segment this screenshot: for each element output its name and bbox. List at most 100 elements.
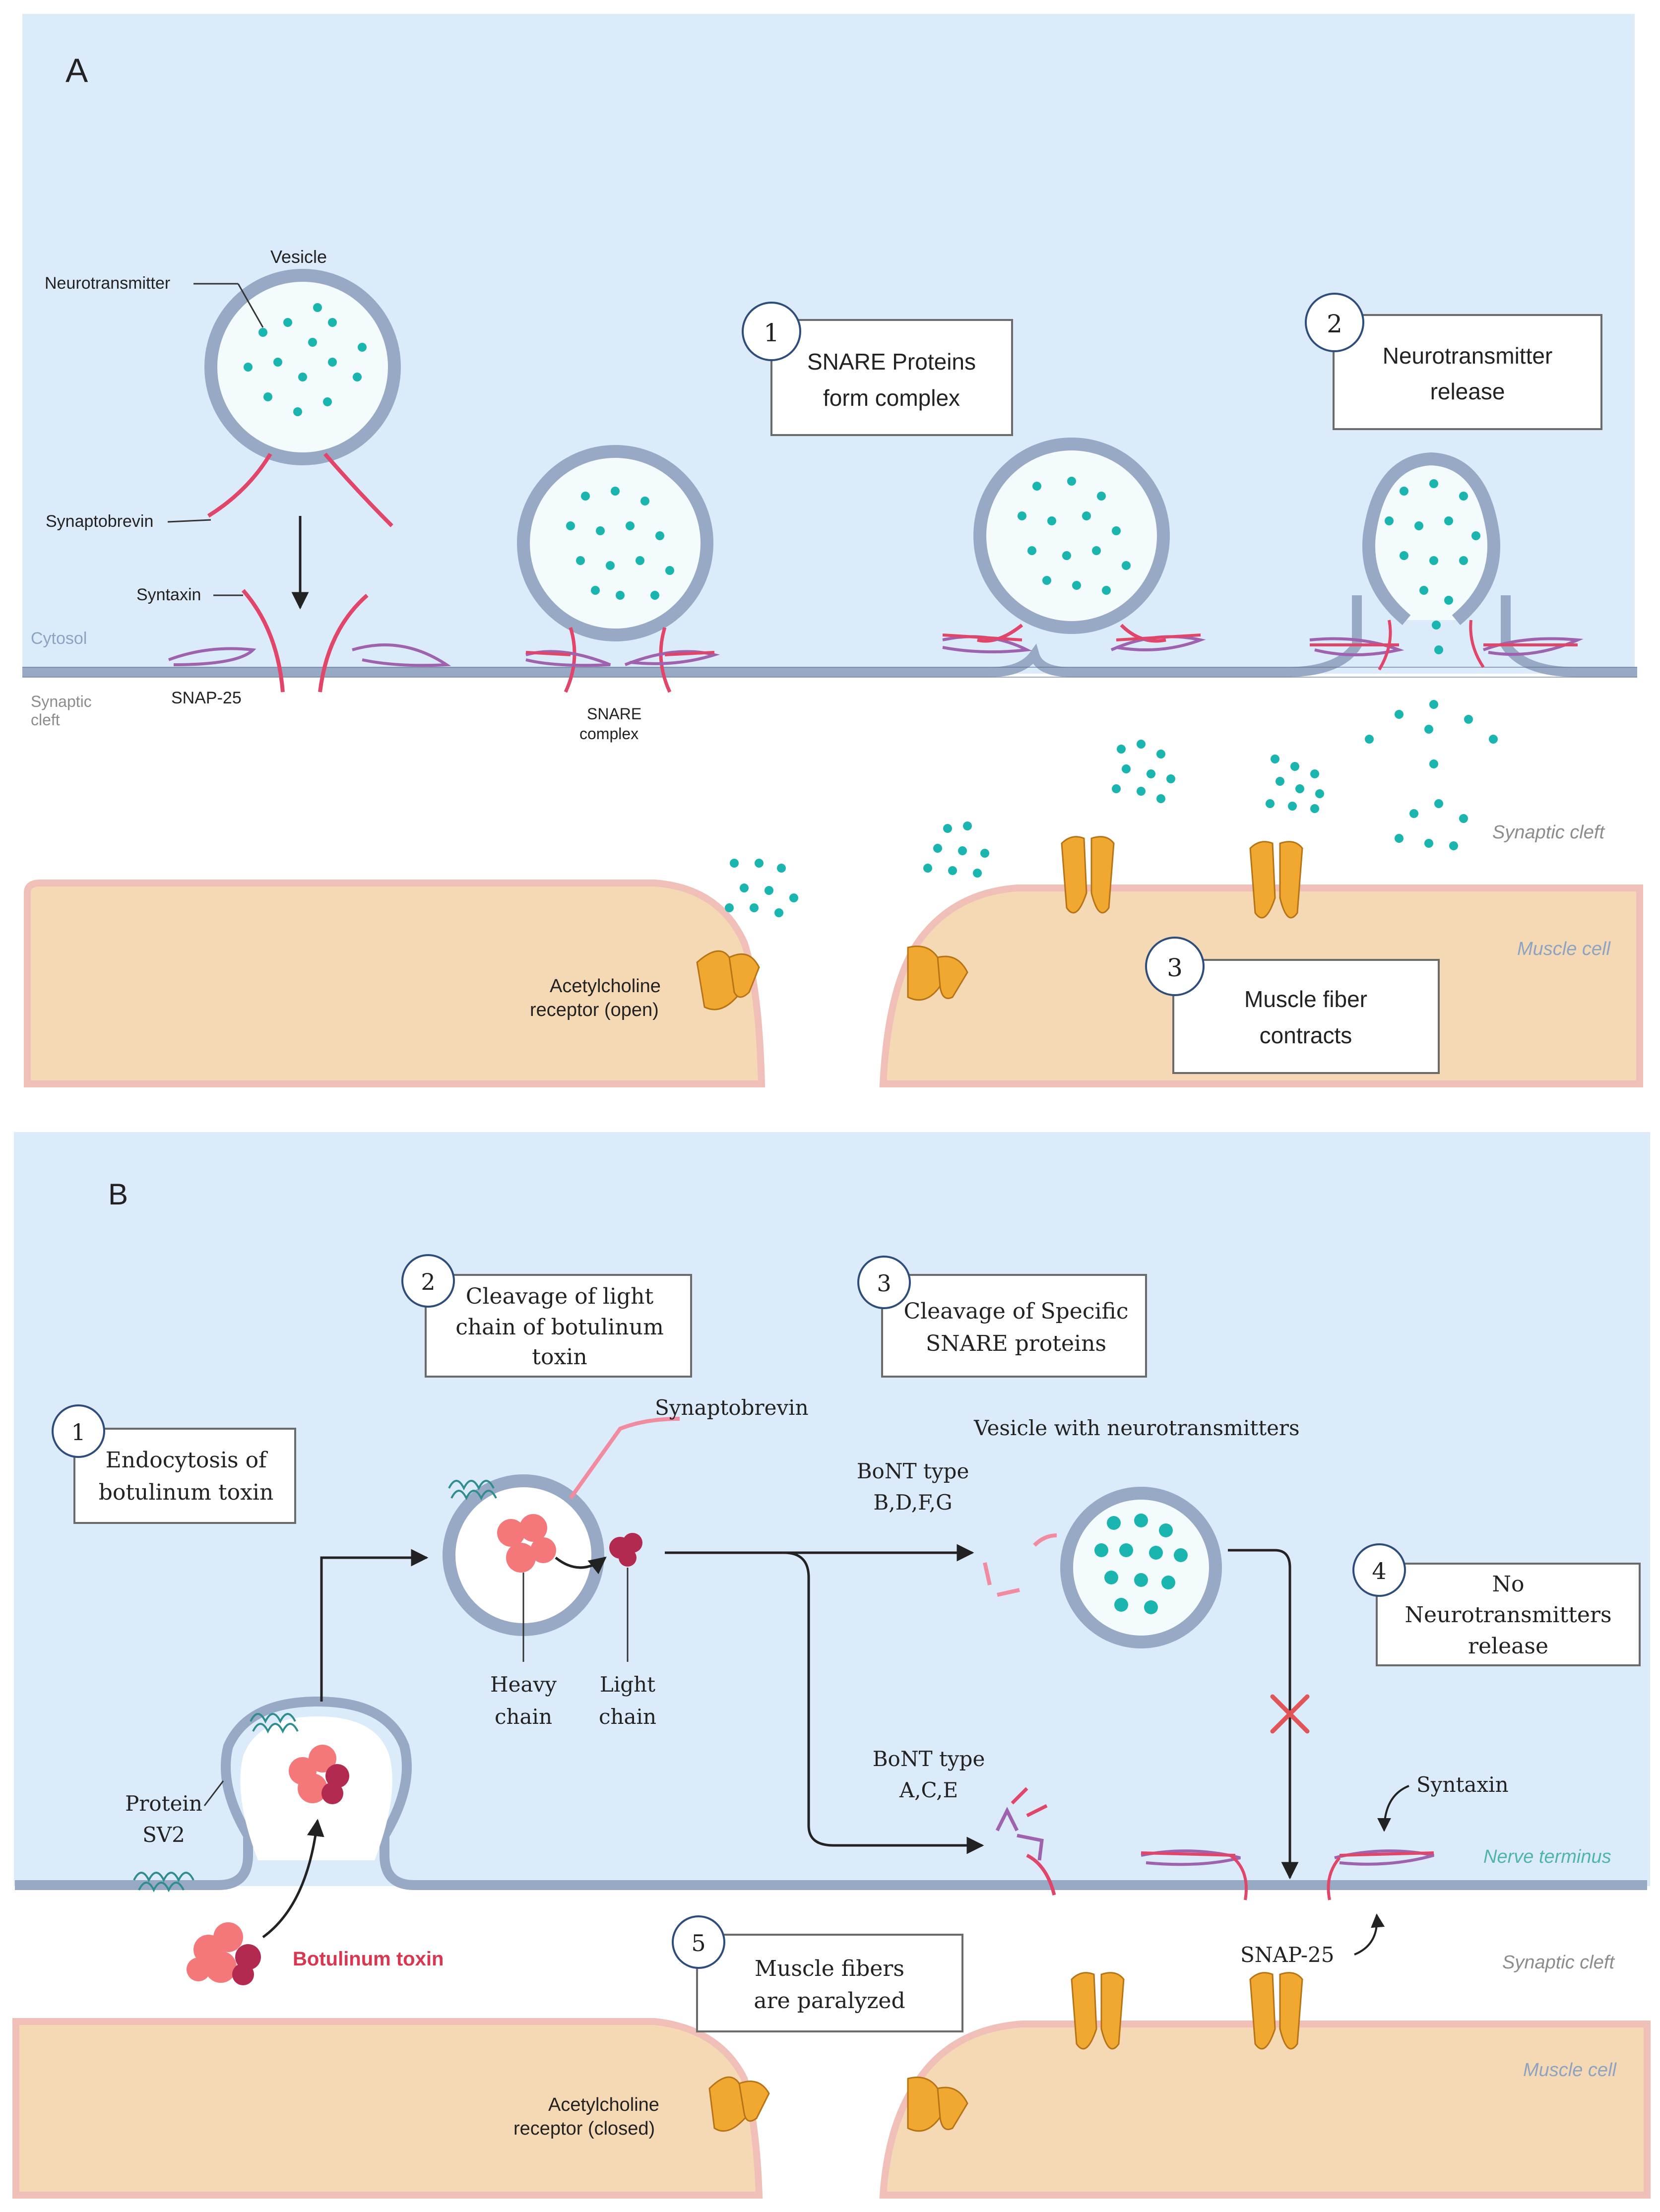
step-a-3-num: 3	[1167, 953, 1183, 982]
label-synaptic-cleft-l2: cleft	[31, 711, 60, 729]
label-bont-bdfg-l2: B,D,F,G	[873, 1490, 952, 1515]
cleaved-synaptobrevin	[983, 1533, 1057, 1597]
vesicle-docked-1	[517, 445, 713, 641]
vesicle-docked-1-dots	[566, 487, 674, 600]
label-bont-ace-l2: A,C,E	[899, 1778, 958, 1802]
ach-receptor-a-3	[1061, 836, 1115, 914]
label-heavy-l2: chain	[495, 1705, 552, 1729]
panel-a-muscle-left	[24, 880, 766, 1087]
toxin-vesicle-sv2	[448, 1480, 497, 1501]
label-ach-receptor-a-l1: Acetylcholine	[550, 976, 661, 997]
sv2-protein-pit	[250, 1713, 299, 1734]
ach-receptor-b-1	[708, 2076, 770, 2132]
label-neurotransmitter: Neurotransmitter	[45, 274, 170, 293]
panel-a: A Vesicle Neurotransmitter Synaptobrevin…	[22, 14, 1643, 1087]
toxin-heavy-chain	[497, 1514, 556, 1573]
panel-a-membrane	[22, 595, 1637, 677]
panel-b-membrane	[15, 1696, 1647, 1890]
nt-vesicle-b-dots	[1094, 1514, 1188, 1614]
step-a-1-line1: SNARE Proteins	[807, 349, 976, 375]
arrow-endocytosis	[320, 1549, 429, 1702]
step-b-2-line3: toxin	[532, 1344, 587, 1370]
arrow-branch-ace	[783, 1551, 984, 1854]
step-b-4-line2: Neurotransmitters	[1405, 1602, 1611, 1628]
snare-complex-1	[525, 627, 720, 693]
step-a-3: 3 Muscle fiber contracts	[1145, 937, 1440, 1074]
step-b-5-line2: are paralyzed	[754, 1988, 905, 2014]
label-vesicle-nt: Vesicle with neurotransmitters	[973, 1416, 1300, 1440]
arrow-syntaxin	[1377, 1785, 1409, 1832]
snare-complex-2	[942, 624, 1206, 653]
vesicle-docked-2-dots	[1018, 477, 1131, 595]
ach-receptor-b-2	[907, 2077, 968, 2132]
label-protein-sv2-l1: Protein	[125, 1791, 202, 1816]
label-synaptobrevin-b: Synaptobrevin	[655, 1395, 809, 1420]
step-b-4-num: 4	[1372, 1558, 1386, 1584]
step-a-2-num: 2	[1327, 310, 1342, 338]
step-b-2: 2 Cleavage of light chain of botulinum t…	[401, 1254, 692, 1378]
step-b-3-line1: Cleavage of Specific	[903, 1299, 1128, 1324]
toxin-in-pit	[289, 1745, 349, 1804]
panel-b-letter: B	[108, 1178, 128, 1211]
step-a-1-num: 1	[764, 318, 779, 347]
label-snare-complex-l1: SNARE	[587, 705, 641, 723]
panel-b: B	[12, 1132, 1651, 2199]
step-b-4-line3: release	[1468, 1634, 1548, 1659]
label-ach-receptor-b-l1: Acetylcholine	[548, 2094, 659, 2115]
step-b-3-line2: SNARE proteins	[926, 1331, 1106, 1356]
label-ach-receptor-a-l2: receptor (open)	[530, 1000, 659, 1020]
snare-complex-3	[1309, 620, 1584, 671]
label-bont-bdfg-l1: BoNT type	[857, 1459, 969, 1483]
label-ach-receptor-b-l2: receptor (closed)	[513, 2118, 655, 2139]
label-snap25: SNAP-25	[171, 689, 242, 707]
vesicle-docked-2	[973, 438, 1170, 634]
step-b-4-line1: No	[1492, 1572, 1525, 1597]
snare-intact-b-2	[1327, 1849, 1434, 1900]
label-bont-ace-l1: BoNT type	[873, 1747, 985, 1771]
label-snap25-b: SNAP-25	[1240, 1943, 1334, 1967]
label-nerve-terminus: Nerve terminus	[1483, 1846, 1611, 1867]
panel-a-cleft-bg	[22, 674, 1635, 907]
panel-a-letter: A	[65, 52, 88, 89]
label-heavy-l1: Heavy	[490, 1672, 557, 1697]
sv2-protein-surface	[133, 1872, 194, 1893]
label-muscle-cell-a: Muscle cell	[1517, 939, 1611, 959]
label-protein-sv2-l2: SV2	[142, 1823, 185, 1847]
botulinum-toxin-free	[187, 1922, 261, 1985]
synaptobrevin-right	[323, 452, 393, 527]
nt-clusters-panel-a	[725, 740, 1324, 917]
label-light-l1: Light	[600, 1672, 655, 1697]
step-b-3: 3 Cleavage of Specific SNARE proteins	[857, 1256, 1147, 1378]
label-synaptic-cleft-a: Synaptic cleft	[1492, 822, 1605, 843]
ach-receptor-a-2	[907, 946, 968, 1001]
arrow-blocked-release	[1228, 1549, 1299, 1880]
label-muscle-cell-b: Muscle cell	[1523, 2060, 1617, 2081]
nt-vesicle-b	[1060, 1487, 1222, 1648]
panel-a-membrane-outline	[22, 667, 1637, 678]
step-b-1: 1 Endocytosis of botulinum toxin	[52, 1404, 296, 1524]
step-b-5-line1: Muscle fibers	[755, 1956, 904, 1981]
step-b-2-num: 2	[421, 1268, 435, 1295]
toxin-light-chain	[609, 1533, 642, 1567]
arrow-snap25	[1354, 1913, 1385, 1956]
label-vesicle: Vesicle	[270, 247, 327, 267]
arrow-chain-cleavage	[555, 1556, 607, 1575]
synaptobrevin-left	[207, 452, 272, 518]
leader-synaptobrevin	[167, 519, 211, 523]
step-a-2-line2: release	[1430, 379, 1505, 404]
label-syntaxin-b: Syntaxin	[1416, 1772, 1509, 1797]
label-botulinum-toxin: Botulinum toxin	[293, 1948, 444, 1970]
leader-sv2	[203, 1780, 224, 1806]
step-b-2-line1: Cleavage of light	[466, 1284, 654, 1309]
label-synaptic-cleft-b: Synaptic cleft	[1502, 1952, 1615, 1973]
ach-receptor-a-1	[696, 950, 760, 1011]
step-b-5: 5 Muscle fibers are paralyzed	[672, 1915, 963, 2032]
step-b-1-num: 1	[71, 1419, 85, 1446]
arrow-toxin-entry	[262, 1819, 324, 1939]
ach-receptor-b-4	[1249, 1972, 1303, 2050]
panel-b-muscle-left	[12, 2018, 763, 2199]
ach-receptor-a-4	[1249, 841, 1303, 919]
syntaxin-snap25-unbound	[168, 589, 451, 693]
